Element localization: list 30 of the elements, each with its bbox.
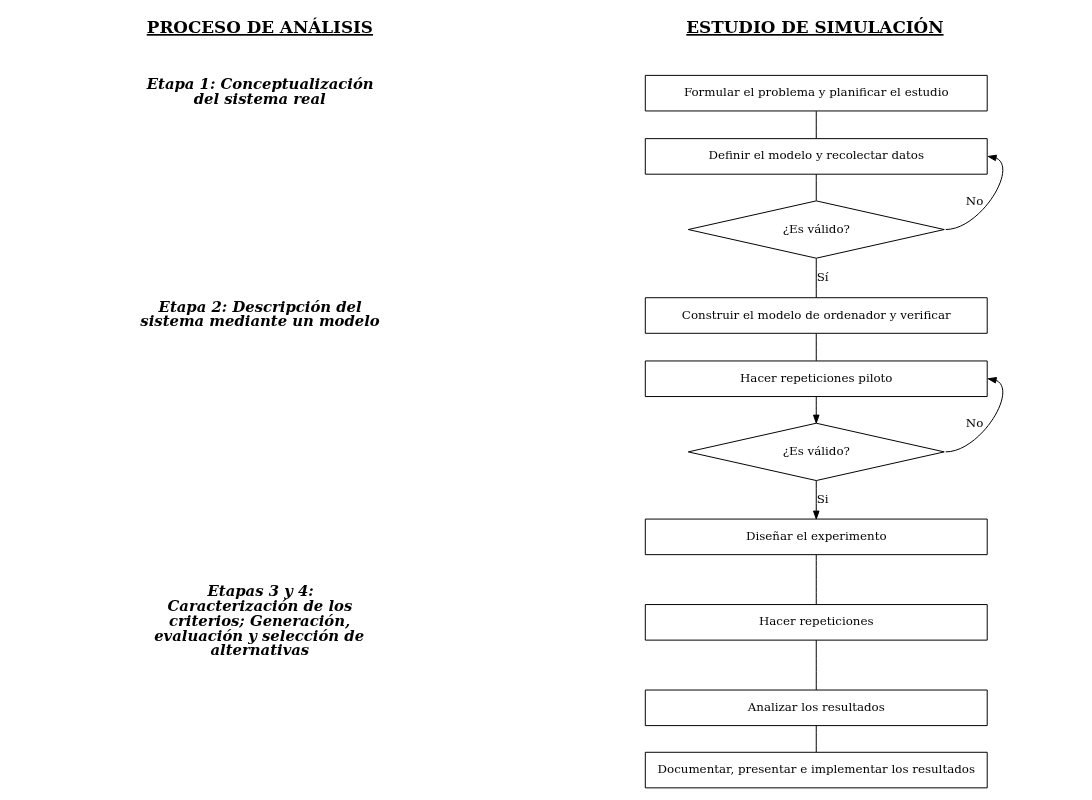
connector — [815, 639, 817, 691]
node-diamond: ¿Es válido? — [687, 200, 945, 259]
arrow — [812, 480, 820, 520]
label: Etapas 3 y 4: Caracterización de los criterios; Generación, evaluación y selección de alternativas — [153, 582, 364, 659]
node-diamond: ¿Es válido? — [687, 422, 945, 482]
edge-label: Si — [816, 491, 829, 506]
connector — [815, 173, 817, 202]
label: Etapa 1: Conceptualización del sistema real — [146, 75, 374, 108]
label: Etapa 2: Descripción del sistema mediante un modelo — [139, 297, 380, 330]
edge-label: Sí — [816, 269, 829, 284]
node-box: Diseñar el experimento — [644, 518, 988, 556]
node-box: Analizar los resultados — [644, 689, 988, 727]
node-box: Construir el modelo de ordenador y verificar — [644, 297, 988, 334]
node-box: Definir el modelo y recolectar datos — [644, 138, 988, 175]
arrow — [944, 377, 1003, 453]
connector — [815, 333, 817, 362]
node-box: Documentar, presentar e implementar los resultados — [644, 751, 988, 789]
edge-label: No — [965, 193, 983, 208]
edge-label: No — [965, 416, 983, 431]
label: ESTUDIO DE SIMULACIÓN — [685, 16, 944, 37]
connector — [815, 110, 817, 139]
arrow — [944, 154, 1003, 231]
connector — [815, 258, 817, 299]
connector — [815, 554, 817, 605]
node-box: Hacer repeticiones piloto — [644, 360, 988, 398]
node-box: Formular el problema y planificar el estudio — [644, 74, 988, 112]
arrow — [812, 396, 820, 424]
connector — [815, 725, 817, 753]
label: PROCESO DE ANÁLISIS — [146, 16, 373, 37]
node-box: Hacer repeticiones — [644, 604, 988, 641]
